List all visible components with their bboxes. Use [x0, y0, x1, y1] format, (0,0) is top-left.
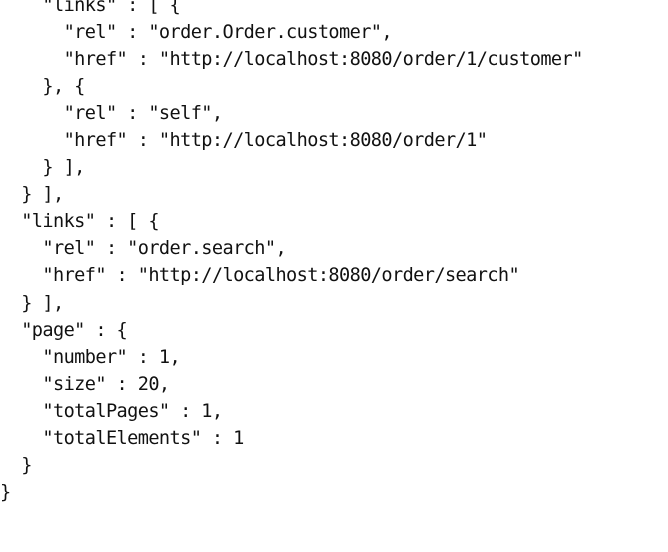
code-line: "rel" : "self",: [0, 103, 224, 125]
code-line: "totalElements" : 1: [0, 427, 244, 449]
code-line: }: [0, 454, 32, 476]
code-line: "links" : [ {: [0, 211, 159, 233]
code-line: "totalPages" : 1,: [0, 400, 223, 422]
code-line: }: [0, 481, 11, 503]
code-line: "href" : "http://localhost:8080/order/se…: [0, 265, 520, 287]
code-line: } ],: [0, 157, 85, 179]
code-line: "links" : [ {: [0, 0, 181, 16]
code-line: "number" : 1,: [0, 346, 181, 368]
code-line: "rel" : "order.Order.customer",: [0, 22, 393, 44]
code-line: "size" : 20,: [0, 373, 170, 395]
code-line: } ],: [0, 292, 64, 314]
code-line: } ],: [0, 184, 64, 206]
code-line: "href" : "http://localhost:8080/order/1/…: [0, 49, 584, 71]
code-line: "href" : "http://localhost:8080/order/1": [0, 130, 488, 152]
code-line: "rel" : "order.search",: [0, 238, 287, 260]
code-line: "page" : {: [0, 319, 128, 341]
code-line: }, {: [0, 76, 85, 98]
